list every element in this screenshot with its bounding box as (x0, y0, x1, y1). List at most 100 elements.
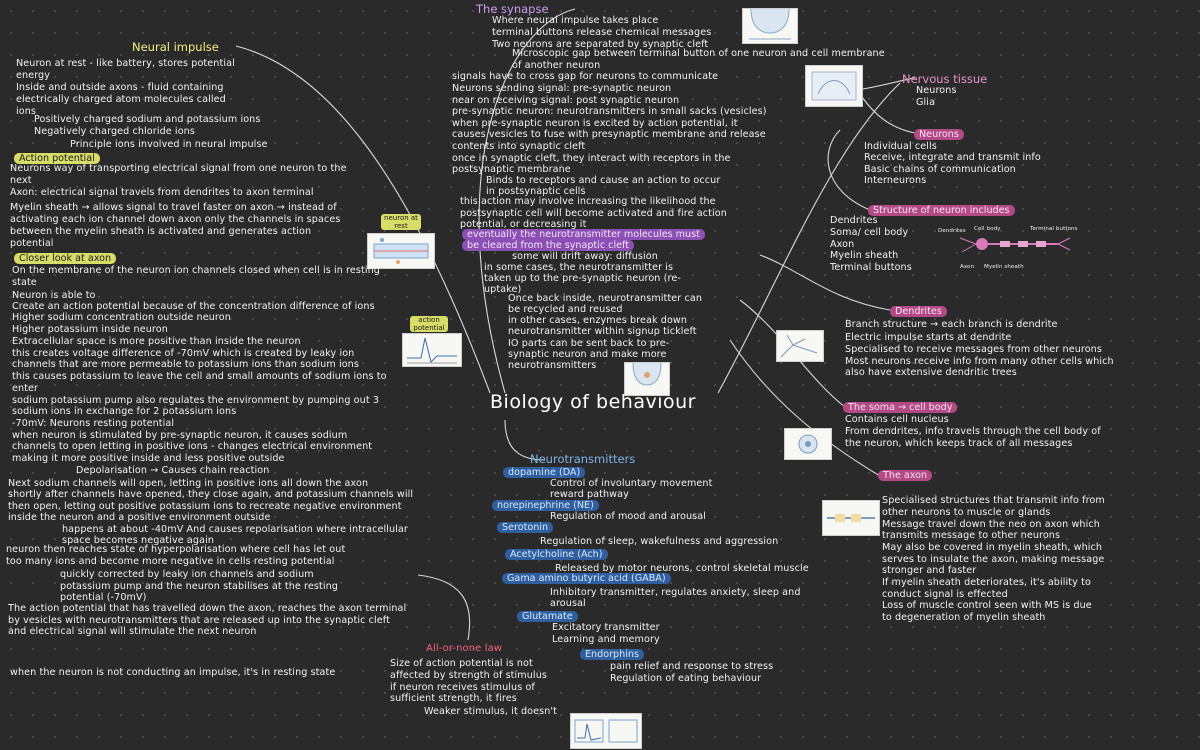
nt-item-acetylcholine[interactable]: Acetylcholine (Ach) (505, 549, 608, 560)
central-topic[interactable]: Biology of behaviour (490, 391, 696, 413)
structure-item: Terminal buttons (830, 262, 912, 273)
dendrites-line: also have extensive dendritic trees (845, 367, 1017, 378)
dendrites-label[interactable]: Dendrites (890, 306, 947, 317)
nt-item-gaba[interactable]: Gama amino butyric acid (GABA) (502, 573, 671, 584)
axon-line: stronger and faster (882, 565, 977, 576)
closer-line: channels to open letting in positive ion… (12, 441, 373, 452)
nt-desc: Control of involuntary movement (550, 478, 713, 489)
cleared-label[interactable]: eventually the neurotransmitter molecule… (462, 229, 705, 240)
synapse-recycle-line: synaptic neuron and make more (508, 349, 667, 360)
synapse-line: contents into synaptic cleft (452, 141, 586, 152)
action-potential-label[interactable]: Action potential (14, 153, 100, 164)
axon-line: Loss of muscle control seen with MS is d… (882, 600, 1092, 611)
synapse-taken-line: taken up to the pre-synaptic neuron (re- (484, 273, 681, 284)
dendrites-line: Most neurons receive info from many othe… (845, 356, 1114, 367)
synapse-line: Where neural impulse takes place (492, 15, 659, 26)
closer-line: channels that are more permeable to pota… (12, 359, 359, 370)
synapse-recycle-line: neurotransmitter within signup tickleft (508, 326, 697, 337)
soma-line: From dendrites, info travels through the… (845, 426, 1101, 437)
nt-item-dopamine[interactable]: dopamine (DA) (503, 467, 586, 478)
aon-line: sufficient strength, it fires (390, 693, 517, 704)
closer-line: Extracellular space is more positive tha… (12, 336, 301, 347)
neural-line: Negatively charged chloride ions (34, 126, 195, 137)
nt-desc: Inhibitory transmitter, regulates anxiet… (550, 587, 801, 598)
depol-line: shortly after channels have opened, they… (8, 489, 414, 500)
repol-line: space becomes negative again (62, 535, 215, 546)
neural-line: ions (16, 106, 37, 117)
nt-item-serotonin[interactable]: Serotonin (497, 522, 554, 533)
hyper-line: neuron then reaches state of hyperpolari… (6, 544, 346, 555)
hyper-line: too many ions and become more negative i… (6, 556, 335, 567)
neural-impulse-title[interactable]: Neural impulse (132, 40, 219, 54)
closer-line: Higher potassium inside neuron (12, 324, 168, 335)
synapse-line: once in synaptic cleft, they interact wi… (452, 153, 731, 164)
nervous-tissue-figure (805, 65, 863, 107)
dendrites-line: Electric impulse starts at dendrite (845, 332, 1012, 343)
synapse-recycle-line: IO parts can be sent back to pre- (508, 338, 670, 349)
leaky-line: potential (-70mV) (60, 592, 147, 603)
closer-look-label[interactable]: Closer look at axon (14, 253, 117, 264)
closer-line: sodium ions in exchange for 2 potassium … (12, 406, 237, 417)
axon-line: Specialised structures that transmit inf… (882, 495, 1105, 506)
leaky-line: quickly corrected by leaky ion channels … (60, 569, 314, 580)
synapse-taken-line: in some cases, the neurotransmitter is (484, 262, 674, 273)
closer-line: this creates voltage difference of -70mV… (12, 348, 355, 359)
axon-line: serves to insulate the axon, making mess… (882, 554, 1105, 565)
diagram-label: Dendrites (938, 228, 966, 234)
neural-line: Neuron at rest - like battery, stores po… (16, 58, 235, 69)
neurons-line: Receive, integrate and transmit info (864, 152, 1041, 163)
soma-line: the neuron, which keeps track of all mes… (845, 438, 1073, 449)
neural-line: Inside and outside axons - fluid contain… (16, 82, 224, 93)
all-or-none-title[interactable]: All-or-none law (426, 643, 503, 654)
diagram-label: Myelin sheath (984, 264, 1024, 270)
neurons-line: Individual cells (864, 141, 937, 152)
depol-line: inside the neuron and a positive environ… (8, 512, 271, 523)
nt-item-glutamate[interactable]: Glutamate (517, 611, 578, 622)
ap-line: Neurons way of transporting electrical s… (10, 163, 347, 174)
soma-figure (784, 428, 832, 460)
neurons-line: Interneurons (864, 175, 927, 186)
ap-line: activating each ion channel down axon on… (10, 214, 341, 225)
all-or-none-figure (570, 713, 642, 749)
reuptake-figure (624, 362, 670, 396)
closer-line: this causes potassium to leave the cell … (12, 371, 387, 382)
action-potential-figure-label: action potential (410, 316, 448, 332)
nt-desc: Excitatory transmitter (552, 622, 660, 633)
action-potential-figure (402, 333, 462, 367)
nt-item-norepinephrine[interactable]: norepinephrine (NE) (492, 500, 599, 511)
nervous-tissue-title[interactable]: Nervous tissue (902, 72, 988, 86)
closer-line: sodium potassium pump also regulates the… (12, 395, 380, 406)
travel-line: The action potential that has travelled … (8, 603, 407, 614)
tissue-item: Neurons (916, 85, 957, 96)
neuron-at-rest-figure (367, 233, 435, 269)
closer-line: enter (12, 383, 39, 394)
nt-desc: Regulation of sleep, wakefulness and agg… (540, 536, 779, 547)
aon-line: affected by strength of stimulus (390, 670, 547, 681)
diagram-label: Cell body (974, 226, 1001, 232)
nt-desc: reward pathway (550, 489, 629, 500)
structure-label[interactable]: Structure of neuron includes (868, 205, 1015, 216)
synapse-title[interactable]: The synapse (476, 2, 549, 16)
ap-line: Axon: electrical signal travels from den… (10, 187, 314, 198)
synapse-bind-line: Binds to receptors and cause an action t… (486, 175, 721, 186)
dendrites-figure (776, 330, 824, 362)
soma-label[interactable]: The soma → cell body (843, 402, 958, 413)
nt-item-endorphins[interactable]: Endorphins (580, 649, 644, 660)
nt-desc: pain relief and response to stress (610, 661, 774, 672)
aon-line: if neuron receives stimulus of (390, 682, 535, 693)
axon-label[interactable]: The axon (878, 470, 933, 481)
leaky-line: potassium pump and the neuron stabilises… (60, 581, 338, 592)
synapse-line: causes vesicles to fuse with presynaptic… (452, 129, 766, 140)
tissue-item: Glia (916, 97, 936, 108)
closer-line: Create an action potential because of th… (12, 301, 375, 312)
axon-line: other neurons to muscle or glands (882, 507, 1051, 518)
closer-line: when neuron is stimulated by pre-synapti… (12, 430, 348, 441)
neurotransmitters-title[interactable]: Neurotransmitters (530, 452, 636, 466)
dendrites-line: Branch structure → each branch is dendri… (845, 319, 1058, 330)
neurons-label[interactable]: Neurons (914, 129, 964, 140)
synapse-bind-line: in postsynaptic cells (486, 186, 586, 197)
travel-line: and electrical signal will stimulate the… (8, 626, 257, 637)
nt-desc: Learning and memory (552, 634, 660, 645)
synapse-recycle-line: be recycled and reused (508, 304, 623, 315)
dendrites-line: Specialised to receive messages from oth… (845, 344, 1102, 355)
